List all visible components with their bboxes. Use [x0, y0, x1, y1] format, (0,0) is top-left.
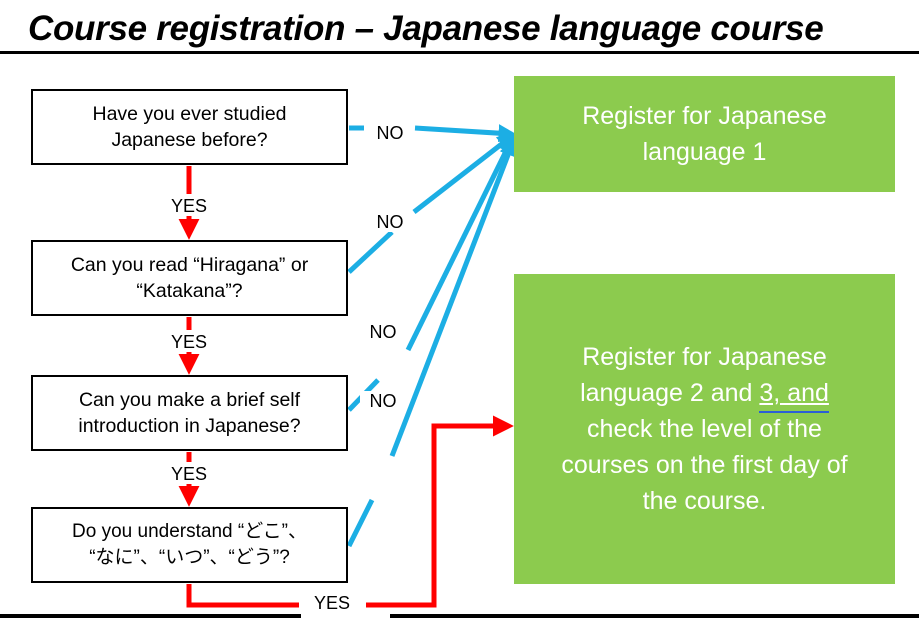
- edge-label-yes-3: YES: [160, 464, 218, 484]
- edge-label-yes-4: YES: [303, 593, 361, 613]
- no-arrow-q3-level1: [347, 134, 515, 412]
- title-divider: [0, 51, 919, 54]
- edge-label-no-4: NO: [360, 391, 406, 411]
- page-title: Course registration – Japanese language …: [28, 9, 824, 48]
- edge-label-no-1: NO: [367, 123, 413, 143]
- result-1-text: Register for Japanese language 1: [582, 102, 827, 166]
- footer-divider-left: [0, 614, 301, 618]
- question-3-text: Can you make a brief self introduction i…: [78, 389, 301, 437]
- edge-label-no-2: NO: [367, 212, 413, 232]
- question-box-2[interactable]: Can you read “Hiragana” or “Katakana”?: [31, 240, 348, 316]
- question-1-text: Have you ever studied Japanese before?: [92, 103, 287, 151]
- question-4-text: Do you understand “どこ”、 “なに”、“いつ”、“どう”?: [72, 521, 307, 568]
- edge-label-yes-2: YES: [160, 332, 218, 352]
- footer-divider-right: [390, 614, 919, 618]
- result-box-language-1[interactable]: Register for Japanese language 1: [514, 76, 895, 192]
- question-2-text: Can you read “Hiragana” or “Katakana”?: [70, 254, 309, 302]
- question-box-1[interactable]: Have you ever studied Japanese before?: [31, 89, 348, 165]
- edge-label-no-3: NO: [360, 322, 406, 342]
- result-2-underlined-fragment: 3, and: [759, 379, 829, 407]
- result-box-language-2-3[interactable]: Register for Japanese language 2 and 3, …: [514, 274, 895, 584]
- no-arrow-q4-level1: [346, 137, 517, 548]
- question-box-3[interactable]: Can you make a brief self introduction i…: [31, 375, 348, 451]
- no-arrow-q2-level1: [347, 133, 516, 274]
- edge-label-yes-1: YES: [160, 196, 218, 216]
- question-box-4[interactable]: Do you understand “どこ”、 “なに”、“いつ”、“どう”?: [31, 507, 348, 583]
- result-2-text: Register for Japanese language 2 and 3, …: [561, 343, 848, 515]
